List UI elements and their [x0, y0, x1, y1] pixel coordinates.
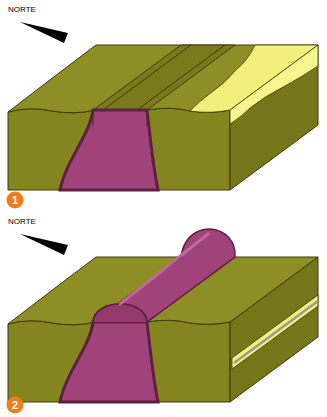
magma-dike [60, 110, 158, 190]
dike-ridge [93, 229, 235, 322]
block-diagram-1 [8, 22, 318, 190]
callout-circle: 2 [6, 396, 24, 414]
callout-circle: 1 [6, 191, 24, 209]
callout-number: 1 [12, 195, 18, 206]
north-arrow [20, 234, 68, 255]
front-face [8, 320, 230, 402]
front-face [8, 108, 230, 190]
north-arrow [20, 22, 68, 43]
sediment-layer [232, 295, 318, 369]
north-label: NORTE [8, 218, 36, 226]
block-diagram-2 [8, 229, 318, 402]
callout-number: 2 [12, 400, 18, 411]
magma-dike [60, 322, 158, 402]
north-label: NORTE [8, 6, 36, 14]
